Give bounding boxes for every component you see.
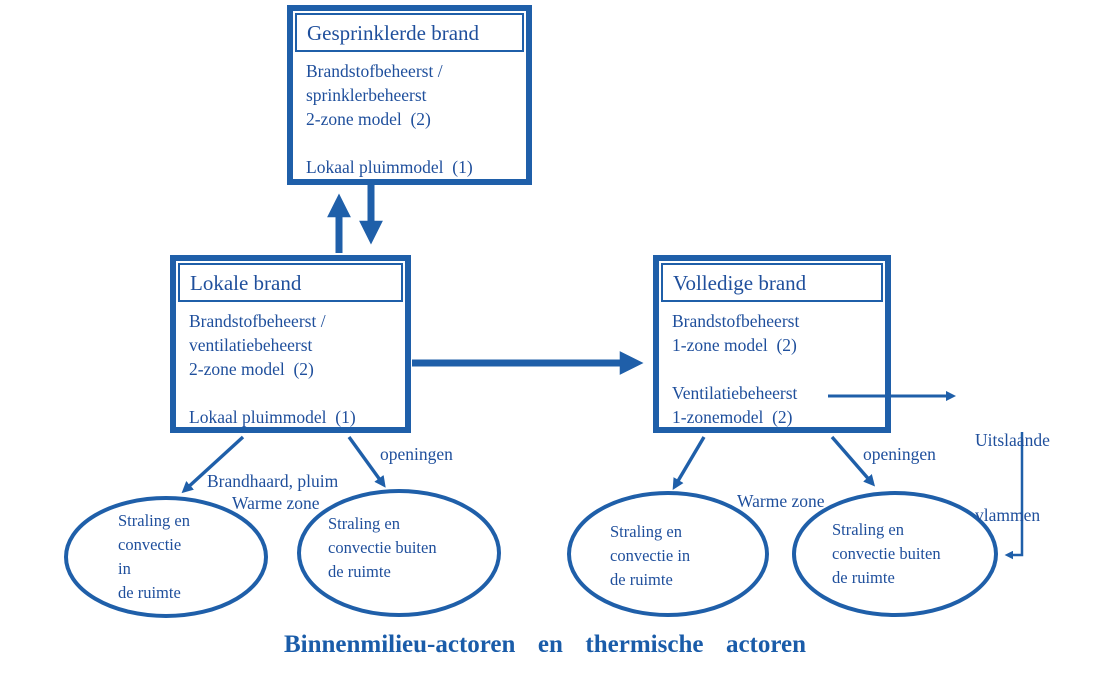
ellipse-text-line: Straling en [328,514,400,533]
label-openingen-left: openingen [380,444,453,464]
ellipse-text-line: de ruimte [118,583,181,602]
ellipse-text-line: convectie buiten [328,538,437,557]
box-lokale-brand: Lokale brand Brandstofbeheerst / ventila… [170,255,411,433]
diagram-caption: Binnenmilieu-actoren en thermische actor… [283,631,807,658]
ellipse-text-line: Straling en [832,520,904,539]
box-body-line [306,131,522,155]
box-body-line: sprinklerbeheerst [306,85,427,105]
box-body-line: 2-zone model (2) [306,109,431,129]
ellipse-straling-buiten-ruimte-left-text: Straling en convectie buiten de ruimte [328,512,437,584]
ellipse-straling-in-ruimte-right-text: Straling en convectie in de ruimte [610,520,690,592]
box-body-line: 1-zonemodel (2) [672,407,793,427]
ellipse-text-line: Straling en [610,522,682,541]
box-gesprinklerde-brand: Gesprinklerde brand Brandstofbeheerst / … [287,5,532,185]
arrow-volledige-to-ellipse-in-ruimte [672,436,706,490]
box-body-line: Lokaal pluimmodel (1) [306,157,473,177]
box-lokale-brand-title: Lokale brand [178,263,403,302]
box-body-line: Brandstofbeheerst / [306,61,443,81]
box-body-line: Ventilatiebeheerst [672,383,798,403]
label-warme-zone-right: Warme zone [737,491,825,511]
ellipse-text-line: de ruimte [832,568,895,587]
box-lokale-brand-body: Brandstofbeheerst / ventilatiebeheerst 2… [178,302,403,429]
label-uitslaande-line1: Uitslaande [975,430,1050,450]
label-brandhaard-pluim: Brandhaard, pluim [207,471,339,491]
box-body-line: 1-zone model (2) [672,335,797,355]
box-gesprinklerde-brand-body: Brandstofbeheerst / sprinklerbeheerst 2-… [295,52,524,179]
ellipse-text-line: de ruimte [328,562,391,581]
label-uitslaande-line2: vlammen [975,505,1041,525]
arrow-lokale-to-ellipse-buiten-ruimte [347,436,386,488]
label-openingen-right: openingen [863,444,936,464]
box-body-line: 2-zone model (2) [189,359,314,379]
ellipse-text-line: convectie buiten [832,544,941,563]
ellipse-text-line: Straling en [118,511,190,530]
ellipse-text-line: in [118,559,131,578]
label-warme-zone-left: Warme zone [232,493,320,513]
box-body-line [672,357,881,381]
ellipse-straling-in-ruimte-left-text: Straling en convectie in de ruimte [118,509,190,605]
box-body-line: Brandstofbeheerst [672,311,800,331]
ellipse-straling-buiten-ruimte-right-text: Straling en convectie buiten de ruimte [832,518,941,590]
label-uitslaande-vlammen: Uitslaande vlammen [975,378,1050,578]
ellipse-text-line: convectie [118,535,182,554]
ellipse-text-line: convectie in [610,546,691,565]
ellipse-text-line: de ruimte [610,570,673,589]
box-body-line [189,381,401,405]
box-body-line: Lokaal pluimmodel (1) [189,407,356,427]
box-body-line: ventilatiebeheerst [189,335,313,355]
box-volledige-brand: Volledige brand Brandstofbeheerst 1-zone… [653,255,891,433]
box-volledige-brand-body: Brandstofbeheerst 1-zone model (2) Venti… [661,302,883,429]
box-body-line: Brandstofbeheerst / [189,311,326,331]
box-volledige-brand-title: Volledige brand [661,263,883,302]
box-gesprinklerde-brand-title: Gesprinklerde brand [295,13,524,52]
